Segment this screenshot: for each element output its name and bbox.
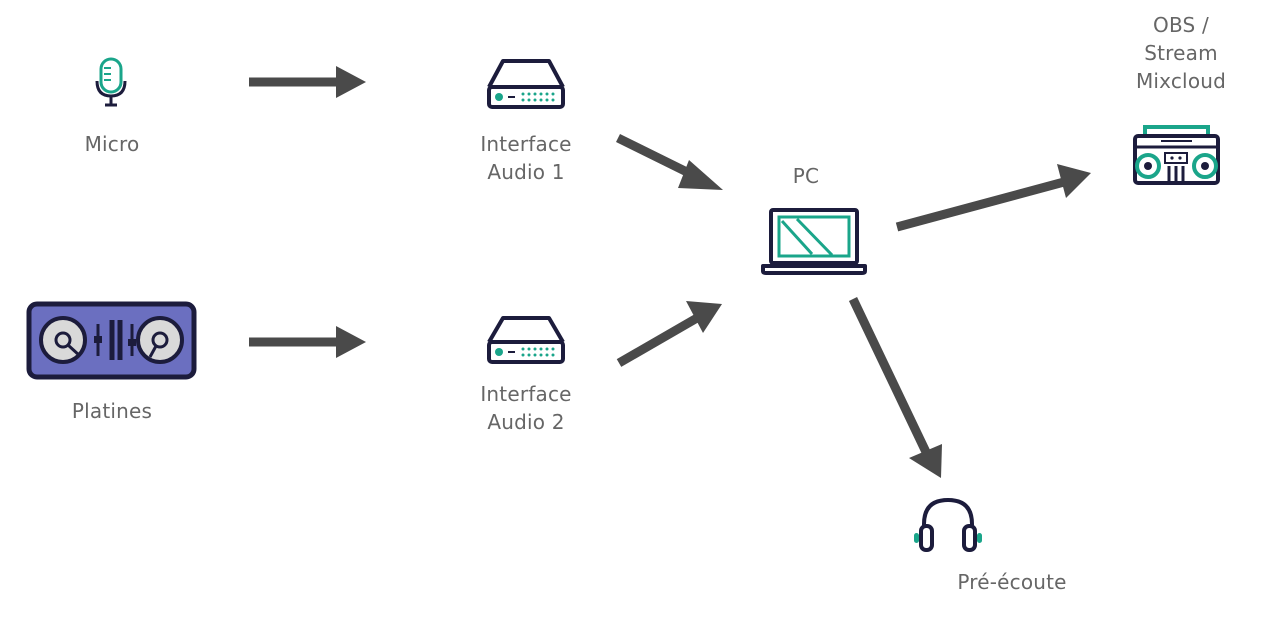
pc-label: PC — [792, 164, 820, 188]
boombox-icon — [1133, 125, 1220, 185]
interface2-label-line2: Audio 2 — [487, 410, 565, 434]
arrow-interface1-to-pc — [616, 133, 723, 190]
interface1-label-line1: Interface — [480, 132, 572, 156]
arrow-platines-to-interface2 — [249, 326, 366, 358]
node-label-pc: PC — [766, 162, 846, 190]
node-label-preecoute: Pré-écoute — [942, 568, 1082, 596]
node-label-platines: Platines — [52, 397, 172, 425]
micro-label: Micro — [84, 132, 140, 156]
arrows — [249, 66, 1091, 478]
node-label-stream: OBS / Stream Mixcloud — [1111, 11, 1251, 95]
interface2-label-line1: Interface — [480, 382, 572, 406]
interface1-label-line2: Audio 1 — [487, 160, 565, 184]
arrow-pc-to-stream — [895, 164, 1091, 232]
audio-interface-2-icon — [487, 316, 565, 364]
microphone-icon — [95, 57, 127, 107]
laptop-icon — [761, 208, 867, 275]
preecoute-label: Pré-écoute — [957, 570, 1067, 594]
turntables-icon — [26, 301, 197, 380]
node-label-interface1: Interface Audio 1 — [456, 130, 596, 186]
stream-label-line3: Mixcloud — [1135, 69, 1227, 93]
node-label-interface2: Interface Audio 2 — [456, 380, 596, 436]
node-label-micro: Micro — [62, 130, 162, 158]
arrow-micro-to-interface1 — [249, 66, 366, 98]
platines-label: Platines — [71, 399, 153, 423]
stream-label-line1: OBS / — [1153, 13, 1209, 37]
headphones-icon — [914, 497, 982, 552]
stream-label-line2: Stream — [1144, 41, 1218, 65]
audio-interface-1-icon — [487, 59, 565, 109]
arrow-pc-to-preecoute — [848, 297, 942, 478]
arrow-interface2-to-pc — [616, 301, 722, 367]
